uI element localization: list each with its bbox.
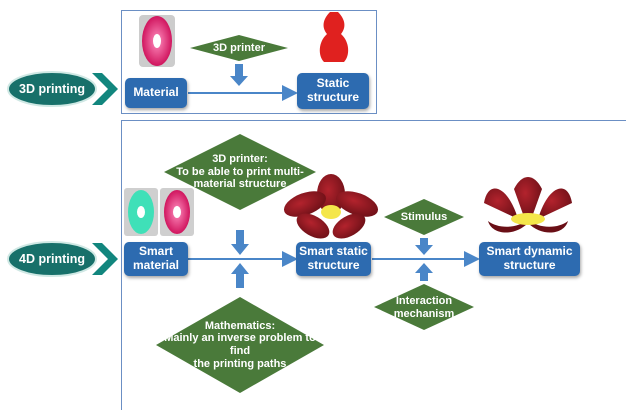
3d-printer-diamond — [190, 35, 288, 61]
static-structure-label-2: structure — [306, 90, 359, 104]
math-label-1: Mathematics: — [204, 319, 276, 332]
4d-printing-label: 4D printing — [19, 252, 85, 266]
4d-printing-oval — [7, 241, 97, 277]
4d-printer-label: 3D printer: To be able to print multi- m… — [170, 150, 310, 194]
stimulus-down-arrow — [415, 238, 433, 255]
smart-dynamic-label-1: Smart dynamic — [486, 244, 573, 259]
interaction-diamond — [374, 284, 474, 330]
smart-dynamic-structure-node: Smart dynamic structure — [479, 242, 580, 276]
4d-printer-label-1: 3D printer: — [212, 153, 268, 166]
stimulus-diamond — [384, 199, 464, 235]
interaction-label-2: mechanism — [393, 308, 455, 320]
flower-static-icon — [283, 174, 379, 239]
smart-static-label-1: Smart static — [299, 244, 368, 259]
4d-printing-panel — [121, 120, 626, 410]
material-node: Material — [125, 78, 187, 108]
interaction-label-1: Interaction — [395, 295, 453, 308]
smart-dynamic-label-2: structure — [503, 258, 556, 272]
mathematics-diamond — [156, 297, 324, 393]
static-structure-node: Static structure — [297, 73, 369, 109]
math-up-arrow — [231, 263, 249, 288]
4d-printer-label-2: To be able to print multi- — [176, 165, 304, 178]
4d-printer-diamond — [164, 134, 316, 210]
3d-printer-label: 3D printer — [213, 41, 265, 54]
4d-printer-down-arrow — [231, 230, 249, 255]
math-label-3: the printing paths — [193, 357, 287, 370]
interaction-up-arrow — [415, 263, 433, 281]
flower-dynamic-icon — [484, 177, 572, 233]
static-structure-label-1: Static — [316, 76, 350, 91]
3d-printer-down-arrow — [230, 64, 248, 86]
3d-printing-oval — [7, 71, 97, 107]
interaction-label: Interaction mechanism — [384, 293, 464, 323]
math-label-2: Mainly an inverse problem to find — [164, 332, 316, 357]
filament-spool-icon — [124, 188, 194, 236]
4d-chevron-icon — [92, 243, 118, 275]
stimulus-label: Stimulus — [400, 210, 448, 223]
filament-spool-icon — [139, 15, 175, 67]
material-label: Material — [133, 85, 179, 100]
mathematics-label: Mathematics: Mainly an inverse problem t… — [160, 319, 320, 370]
smart-material-node: Smart material — [124, 242, 188, 276]
vase-icon — [319, 12, 349, 62]
diagram-graphics — [7, 12, 572, 393]
3d-printing-label: 3D printing — [19, 82, 85, 96]
smart-static-structure-node: Smart static structure — [296, 242, 371, 276]
3d-printing-panel — [121, 10, 377, 114]
3d-chevron-icon — [92, 73, 118, 105]
smart-material-label-2: material — [132, 258, 180, 272]
4d-printer-label-3: material structure — [193, 178, 287, 191]
smart-material-label-1: Smart — [138, 244, 173, 259]
smart-static-label-2: structure — [307, 258, 360, 272]
